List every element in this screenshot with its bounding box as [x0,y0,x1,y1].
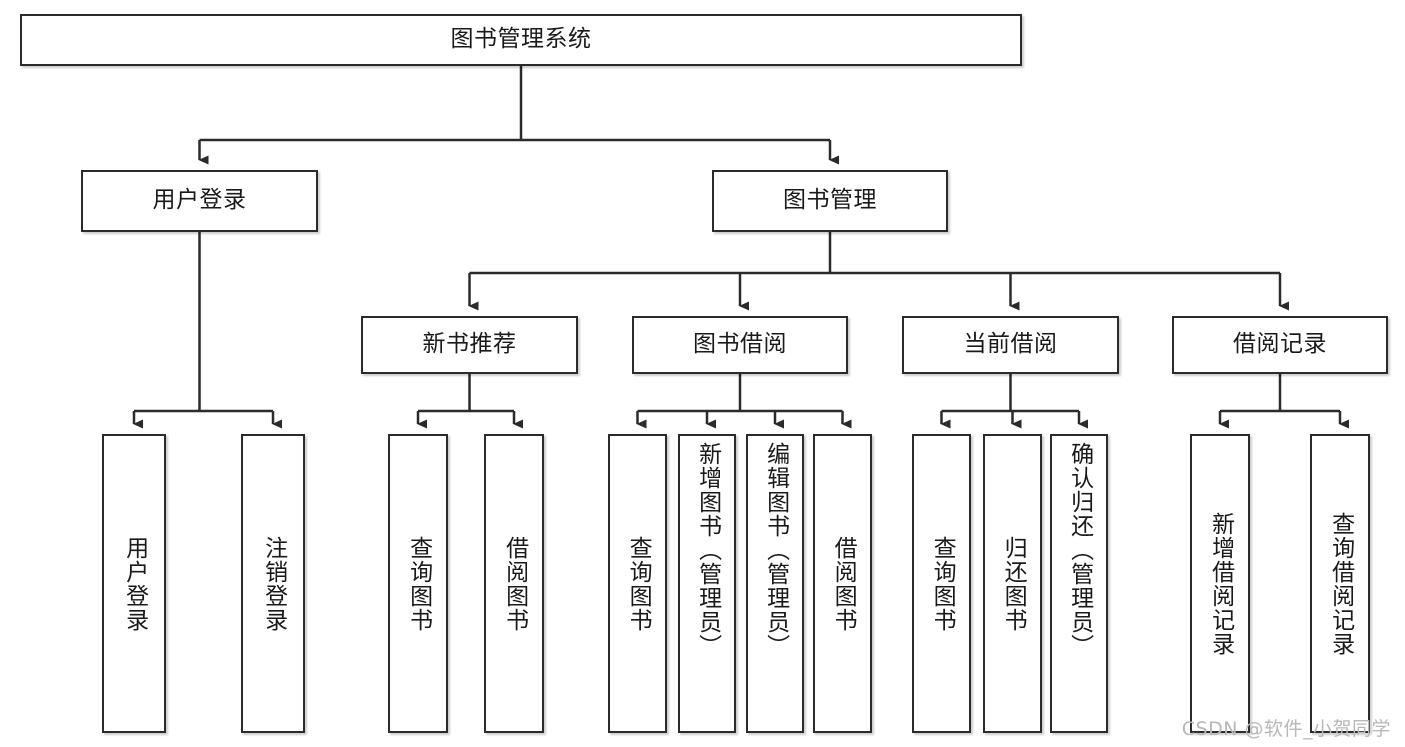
node-label: 新书推荐 [422,331,517,358]
node-leaf-bo-edit[interactable]: 编辑图书（管理员） [746,434,804,733]
node-records[interactable]: 借阅记录 [1172,316,1388,374]
node-label: 借阅记录 [1233,331,1327,358]
node-leaf-cur-return[interactable]: 归还图书 [983,434,1042,733]
node-label: 归还图书 [1000,535,1027,632]
node-label: 查询图书 [929,535,956,632]
node-leaf-cur-query[interactable]: 查询图书 [912,434,971,733]
node-leaf-rec-query[interactable]: 查询借阅记录 [1310,434,1370,733]
node-leaf-bo-borrow[interactable]: 借阅图书 [813,434,872,733]
node-leaf-new-query[interactable]: 查询图书 [388,434,448,733]
node-label: 新增借阅记录 [1207,511,1234,656]
node-label: 用户登录 [121,535,148,632]
node-leaf-bo-add[interactable]: 新增图书（管理员） [678,434,736,733]
node-borrow[interactable]: 图书借阅 [632,316,848,374]
node-label: 确认归还（管理员） [1066,442,1093,658]
node-leaf-bo-query[interactable]: 查询图书 [608,434,667,733]
node-label: 注销登录 [260,535,287,632]
node-label: 图书管理 [783,187,877,214]
node-label: 图书管理系统 [450,26,592,53]
node-label: 查询图书 [405,535,432,632]
node-label: 查询借阅记录 [1327,511,1354,656]
node-login[interactable]: 用户登录 [81,170,318,232]
node-current[interactable]: 当前借阅 [902,316,1119,374]
node-label: 借阅图书 [501,535,528,632]
node-newbooks[interactable]: 新书推荐 [361,316,578,374]
node-leaf-user-login[interactable]: 用户登录 [102,434,166,733]
node-label: 借阅图书 [830,535,857,632]
node-label: 用户登录 [152,187,247,214]
node-label: 新增图书（管理员） [694,442,721,658]
node-root[interactable]: 图书管理系统 [20,14,1022,66]
node-leaf-rec-add[interactable]: 新增借阅记录 [1190,434,1250,733]
node-label: 图书借阅 [693,331,787,358]
node-leaf-new-borrow[interactable]: 借阅图书 [484,434,544,733]
node-label: 查询图书 [625,535,652,632]
node-leaf-user-logout[interactable]: 注销登录 [241,434,305,733]
node-label: 当前借阅 [963,331,1058,358]
node-leaf-cur-confirm[interactable]: 确认归还（管理员） [1050,434,1108,733]
node-bookmgmt[interactable]: 图书管理 [712,170,948,232]
node-label: 编辑图书（管理员） [762,442,789,658]
